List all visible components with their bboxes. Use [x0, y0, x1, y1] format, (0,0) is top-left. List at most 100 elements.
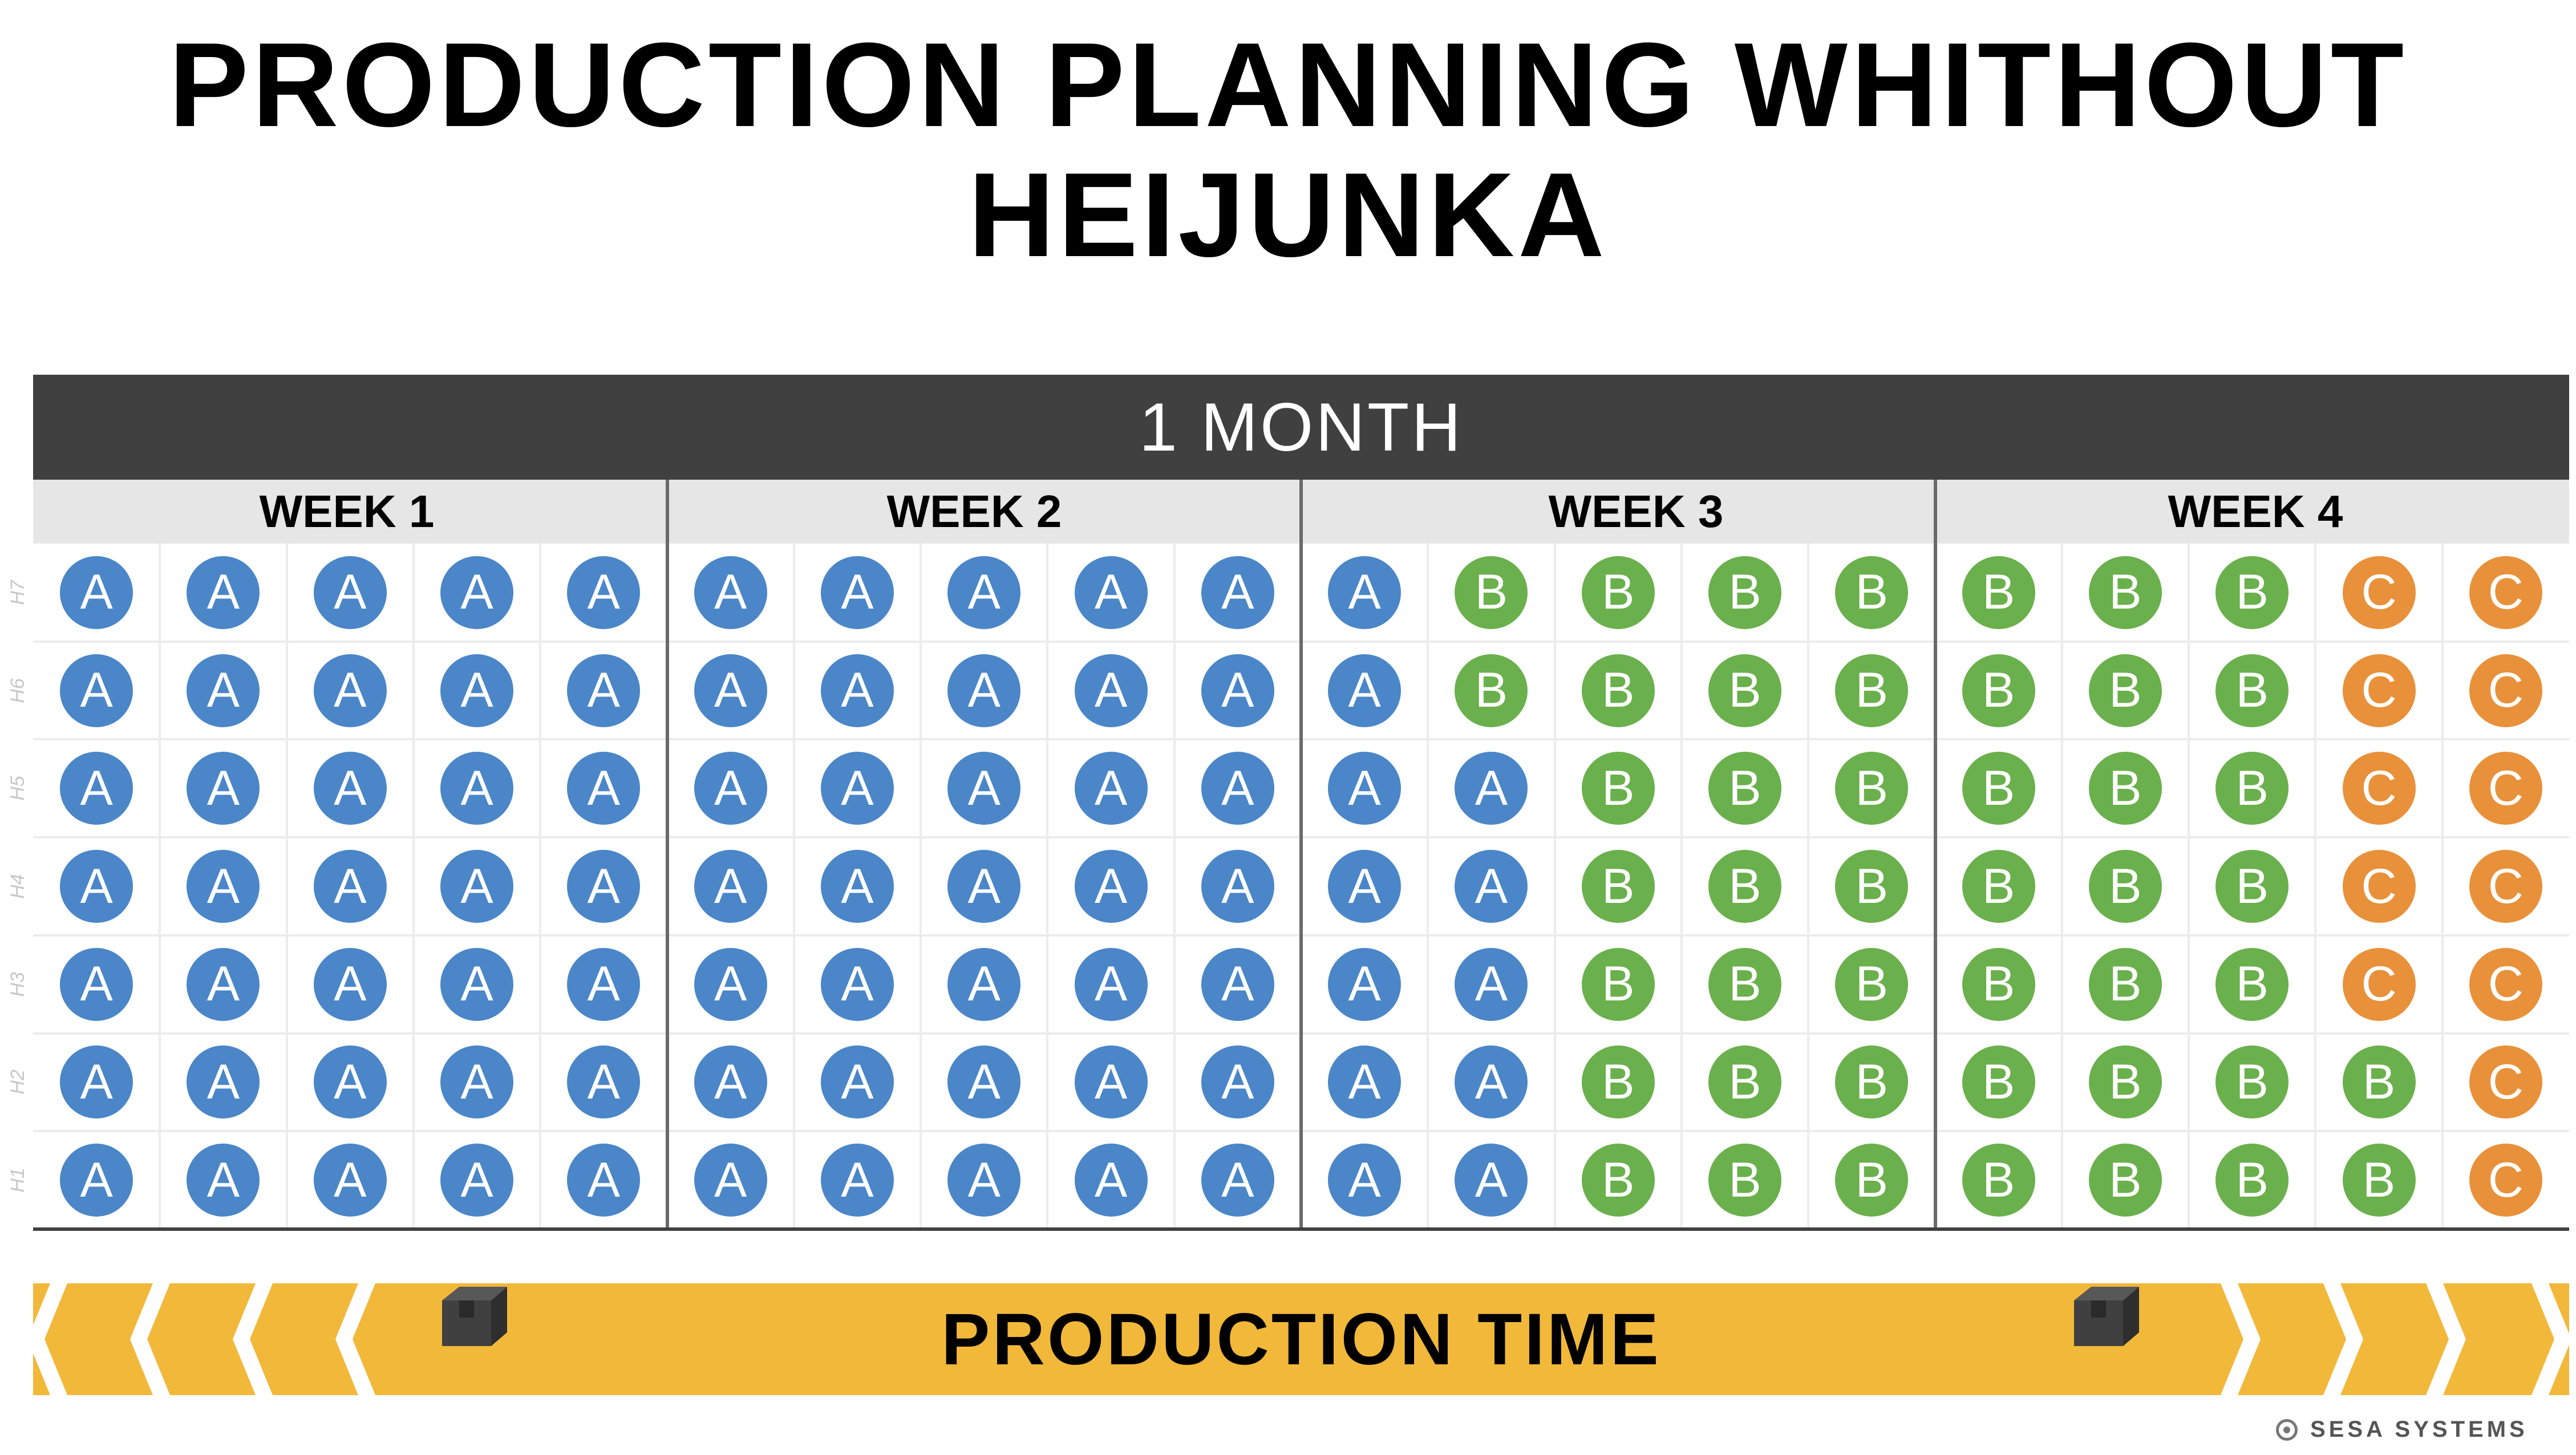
product-c-dot: C [2469, 752, 2542, 825]
product-b-dot: B [1708, 752, 1782, 825]
product-b-dot: B [1581, 654, 1655, 727]
product-a-dot: A [820, 850, 894, 923]
product-a-dot: A [187, 1045, 260, 1119]
product-b-dot: B [2215, 1144, 2289, 1217]
product-b-dot: B [2088, 1144, 2162, 1217]
product-b-dot: B [1962, 1144, 2035, 1217]
product-a-dot: A [440, 654, 514, 727]
product-a-dot: A [694, 1045, 767, 1119]
month-header: 1 MONTH [33, 375, 2569, 480]
product-a-dot: A [1328, 850, 1402, 923]
product-c-dot: C [2342, 654, 2416, 727]
month-label: 1 MONTH [1139, 389, 1463, 465]
product-a-dot: A [1328, 947, 1402, 1021]
product-a-dot: A [313, 850, 387, 923]
chevron-icon [2221, 1283, 2261, 1395]
product-c-dot: C [2469, 947, 2542, 1021]
product-a-dot: A [947, 850, 1021, 923]
product-a-dot: A [947, 654, 1021, 727]
row-label: H6 [7, 678, 29, 703]
product-a-dot: A [1074, 1144, 1148, 1217]
product-a-dot: A [313, 654, 387, 727]
product-a-dot: A [1201, 752, 1274, 825]
product-b-dot: B [1708, 1144, 1782, 1217]
chevron-icon [2426, 1283, 2466, 1395]
product-b-dot: B [1835, 752, 1909, 825]
product-b-dot: B [1708, 1045, 1782, 1119]
product-a-dot: A [1328, 654, 1402, 727]
grid-line [539, 544, 542, 1229]
product-a-dot: A [567, 947, 641, 1021]
product-b-dot: B [2088, 654, 2162, 727]
product-a-dot: A [820, 556, 894, 629]
product-a-dot: A [1328, 1144, 1402, 1217]
product-b-dot: B [1708, 850, 1782, 923]
grid-line [412, 544, 415, 1229]
product-b-dot: B [1962, 752, 2035, 825]
product-a-dot: A [694, 1144, 767, 1217]
grid-line [1046, 544, 1049, 1229]
product-b-dot: B [1708, 556, 1782, 629]
grid-line [2188, 544, 2190, 1229]
product-a-dot: A [60, 654, 133, 727]
product-b-dot: B [1835, 1045, 1909, 1119]
product-b-dot: B [1708, 654, 1782, 727]
product-c-dot: C [2469, 556, 2542, 629]
product-a-dot: A [60, 947, 133, 1021]
product-a-dot: A [1455, 850, 1528, 923]
product-a-dot: A [567, 654, 641, 727]
product-a-dot: A [440, 947, 514, 1021]
product-a-dot: A [947, 1045, 1021, 1119]
product-b-dot: B [1835, 947, 1909, 1021]
product-b-dot: B [2215, 752, 2289, 825]
week-label-2: WEEK 2 [886, 486, 1062, 537]
product-a-dot: A [947, 1144, 1021, 1217]
box-icon [2074, 1287, 2139, 1346]
product-a-dot: A [820, 1045, 894, 1119]
product-b-dot: B [2342, 1045, 2416, 1119]
row-label: H3 [7, 971, 29, 997]
product-a-dot: A [1074, 947, 1148, 1021]
product-a-dot: A [567, 1045, 641, 1119]
product-a-dot: A [60, 556, 133, 629]
product-a-dot: A [187, 752, 260, 825]
row-label: H2 [7, 1069, 29, 1095]
production-time-label: PRODUCTION TIME [941, 1298, 1661, 1380]
grid-line [285, 544, 288, 1229]
product-b-dot: B [1455, 654, 1528, 727]
product-b-dot: B [1962, 654, 2035, 727]
product-c-dot: C [2469, 1045, 2542, 1119]
product-b-dot: B [2088, 1045, 2162, 1119]
product-a-dot: A [187, 947, 260, 1021]
product-b-dot: B [1581, 1045, 1655, 1119]
product-a-dot: A [1455, 947, 1528, 1021]
product-a-dot: A [313, 1144, 387, 1217]
grid-line [1427, 544, 1429, 1229]
product-a-dot: A [1074, 850, 1148, 923]
product-b-dot: B [2088, 947, 2162, 1021]
product-a-dot: A [313, 947, 387, 1021]
week-divider [1933, 480, 1937, 1229]
watermark-text: SESA SYSTEMS [2310, 1417, 2528, 1442]
product-a-dot: A [947, 556, 1021, 629]
product-a-dot: A [313, 556, 387, 629]
product-a-dot: A [1201, 947, 1274, 1021]
product-c-dot: C [2469, 1144, 2542, 1217]
product-a-dot: A [1074, 752, 1148, 825]
product-b-dot: B [2088, 850, 2162, 923]
product-b-dot: B [1708, 947, 1782, 1021]
product-a-dot: A [1201, 1144, 1274, 1217]
product-b-dot: B [2215, 947, 2289, 1021]
product-a-dot: A [1201, 1045, 1274, 1119]
product-a-dot: A [187, 556, 260, 629]
product-a-dot: A [440, 1144, 514, 1217]
product-a-dot: A [1201, 556, 1274, 629]
product-a-dot: A [694, 947, 767, 1021]
week-divider [1299, 480, 1303, 1229]
product-b-dot: B [2215, 850, 2289, 923]
row-label: H5 [7, 776, 29, 801]
product-a-dot: A [440, 1045, 514, 1119]
grid-line [2441, 544, 2444, 1229]
